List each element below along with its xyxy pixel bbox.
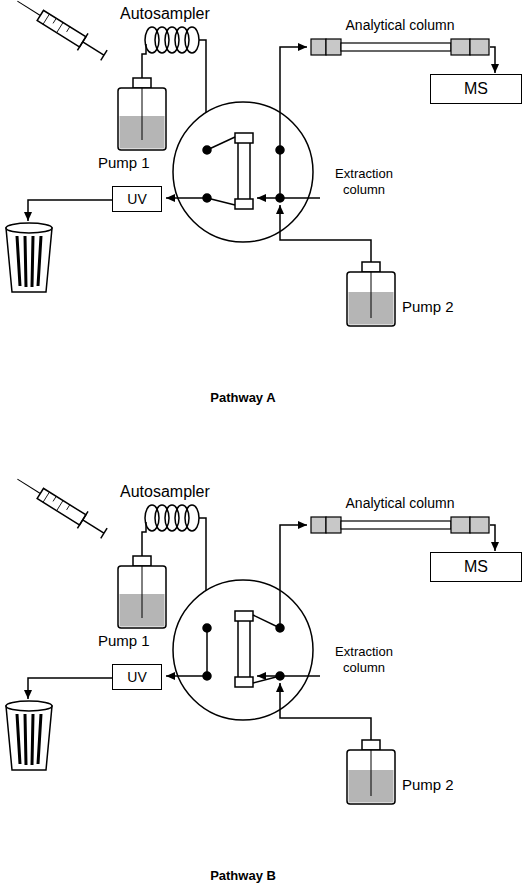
detector-box: UV <box>112 664 162 690</box>
pump-label: Pump 1 <box>98 632 150 649</box>
part-label: Extraction column <box>322 644 406 675</box>
detector-box: UV <box>112 186 162 212</box>
box-label: MS <box>464 80 488 98</box>
column-label: Analytical column <box>310 494 490 512</box>
column-drawing <box>310 38 490 56</box>
column-part <box>451 39 470 55</box>
column-part <box>326 517 341 533</box>
part-label: Extraction column <box>322 166 406 197</box>
instrument-box: MS <box>430 74 522 104</box>
panel-caption: Pathway B <box>180 868 306 884</box>
box-label: MS <box>464 558 488 576</box>
pump-label: Pump 2 <box>402 298 454 315</box>
box-label: UV <box>127 191 146 207</box>
pump-label: Pump 2 <box>402 776 454 793</box>
flow-arrow <box>490 47 495 73</box>
column-part <box>470 517 489 533</box>
valve-b-connections <box>207 615 280 683</box>
valve-a-connections <box>207 137 280 205</box>
column-part <box>326 39 341 55</box>
box-label: UV <box>127 669 146 685</box>
column-part <box>341 43 451 51</box>
pump-label: Pump 1 <box>98 154 150 171</box>
pump-label: Pump 2 <box>402 776 454 793</box>
column-part <box>341 521 451 529</box>
device-label: Autosampler <box>120 482 240 501</box>
column-part <box>311 517 326 533</box>
pathway-b-art <box>6 471 395 804</box>
column-part <box>451 517 470 533</box>
analytical-column: Analytical column <box>310 16 490 56</box>
flow-arrow <box>490 525 495 551</box>
pump-label: Pump 1 <box>98 632 150 649</box>
column-part <box>311 39 326 55</box>
pathway-a-art <box>6 0 395 326</box>
pump-label: Pump 1 <box>98 154 150 171</box>
panel-caption: Pathway A <box>180 390 306 406</box>
instrument-box: MS <box>430 552 522 582</box>
column-drawing <box>310 516 490 534</box>
device-label: Autosampler <box>120 4 240 23</box>
analytical-column: Analytical column <box>310 494 490 534</box>
column-label: Analytical column <box>310 16 490 34</box>
column-part <box>470 39 489 55</box>
pump-label: Pump 2 <box>402 298 454 315</box>
